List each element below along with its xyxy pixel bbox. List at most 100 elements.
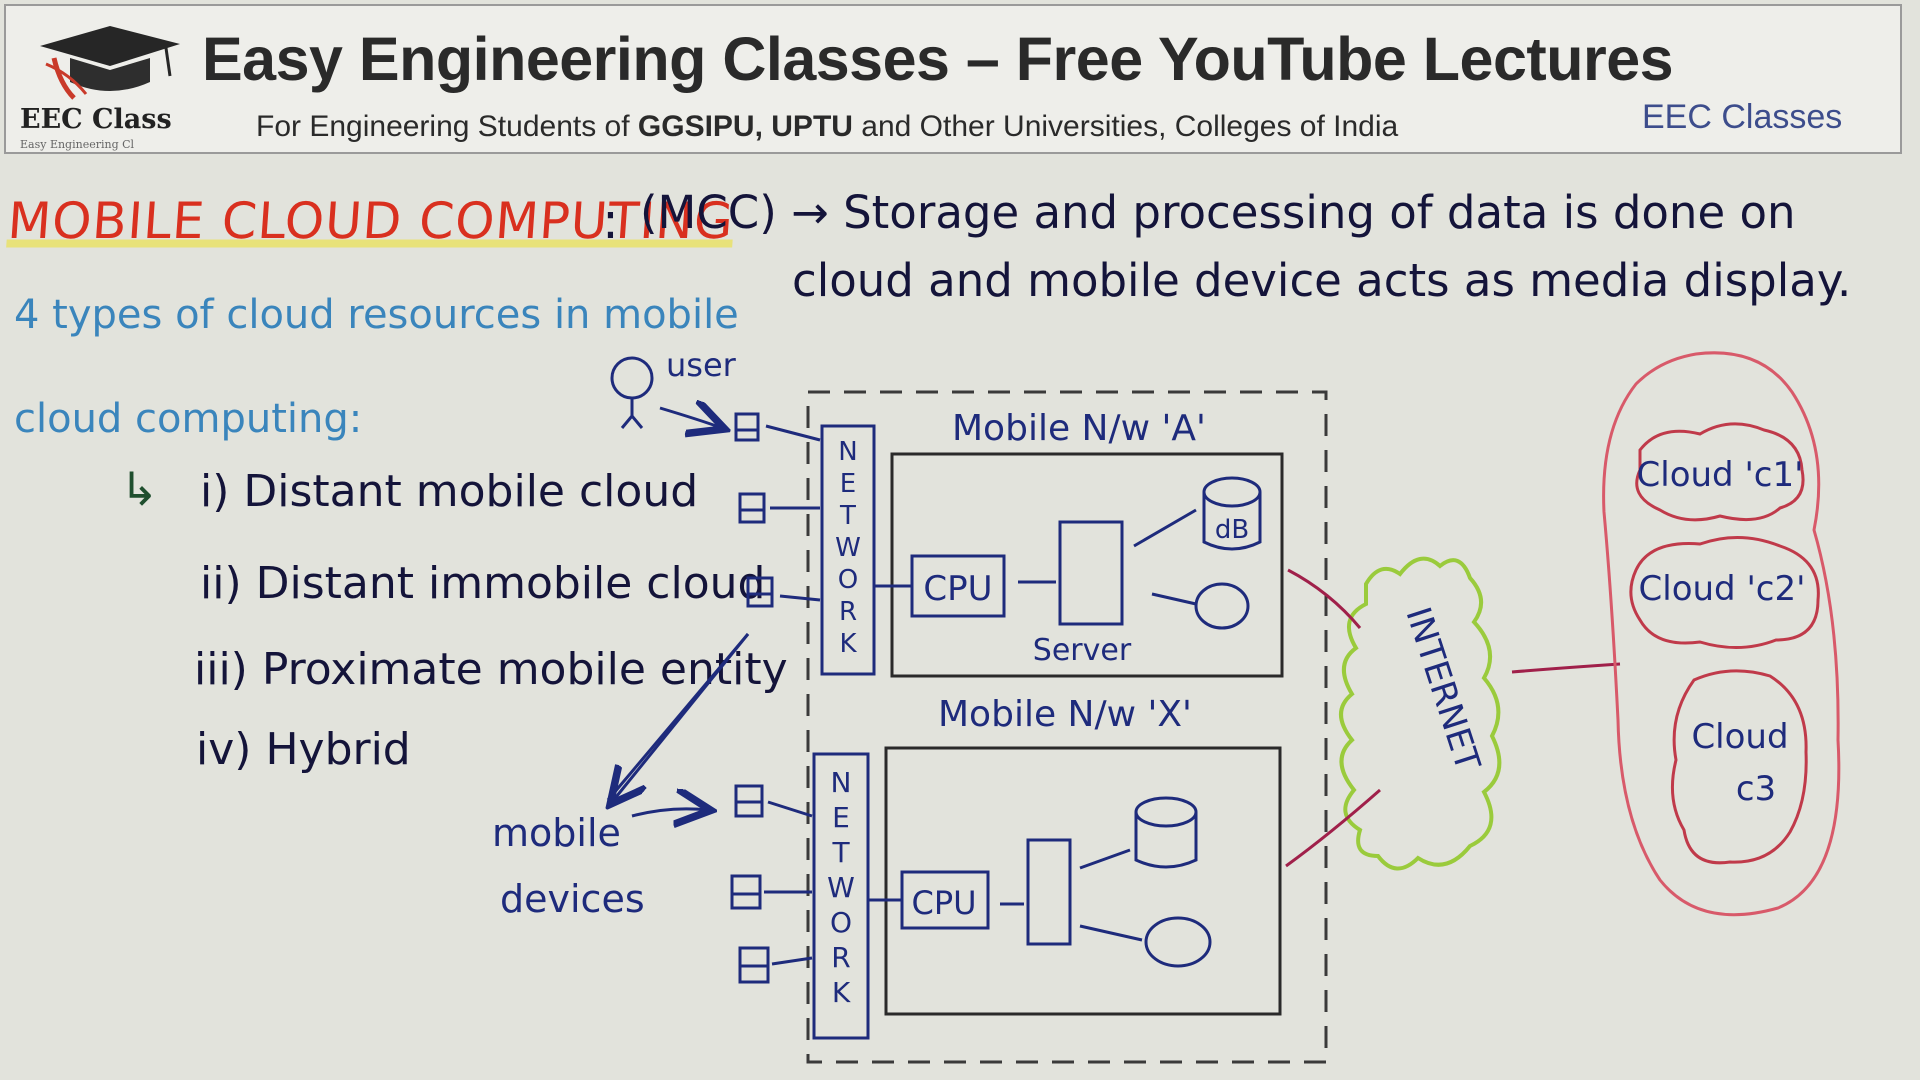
- network-x-internet-link: [1285, 788, 1381, 868]
- type-number: iv): [196, 724, 252, 775]
- device-link: [767, 800, 813, 818]
- network-letter: N: [838, 437, 857, 467]
- server-box-x: [1026, 838, 1072, 946]
- network-x-inner-box: [884, 746, 1282, 1016]
- network-letter: W: [827, 871, 855, 904]
- server-label: Server: [1033, 633, 1132, 668]
- brand-label: EEC Classes: [1642, 98, 1843, 136]
- channel-title: Easy Engineering Classes – Free YouTube …: [202, 25, 1674, 93]
- internet-cloud-link: [1511, 662, 1621, 674]
- mobile-device-icon: [734, 412, 760, 442]
- network-letter: O: [838, 565, 858, 595]
- mobile-networks-boundary: [806, 390, 1328, 1064]
- database-icon: [1134, 796, 1198, 869]
- type-text: Distant mobile cloud: [243, 466, 699, 517]
- network-box-a: [820, 424, 876, 676]
- network-letter: T: [839, 501, 856, 531]
- eec-logo: EEC Class Easy Engineering Cl: [20, 20, 190, 151]
- type-number: i): [200, 466, 230, 517]
- device-link: [771, 956, 813, 966]
- cloud-c3-label-1: Cloud: [1691, 717, 1788, 757]
- cloud-c1-shape: [1635, 422, 1805, 522]
- cloud-c3-shape: [1670, 669, 1808, 865]
- cloud-provider-boundary: [1602, 351, 1841, 917]
- cpu-label-a: CPU: [923, 569, 992, 609]
- type-item-4: iv) Hybrid: [196, 724, 411, 775]
- mobile-device-icon: [730, 874, 762, 910]
- internet-cloud-shape: [1339, 556, 1502, 871]
- cpu-box-a: [910, 554, 1006, 618]
- server-box-a: [1058, 520, 1124, 626]
- type-number: ii): [200, 558, 242, 609]
- cloud-c2-shape: [1629, 536, 1820, 650]
- cpu-label-x: CPU: [911, 884, 976, 922]
- node-link: [1151, 592, 1197, 606]
- device-link: [765, 424, 821, 442]
- types-heading-line-1: 4 types of cloud resources in mobile: [14, 292, 739, 338]
- mobile-devices-label-1: mobile: [492, 811, 621, 855]
- node-link: [1079, 924, 1143, 942]
- mcc-title-colon: :: [602, 192, 619, 250]
- network-box-x: [812, 752, 870, 1040]
- network-letter: E: [840, 469, 856, 499]
- subtitle-part: and Other Universities, Colleges of Indi…: [852, 110, 1399, 143]
- database-icon: [1202, 476, 1262, 551]
- header-banner: EEC Class Easy Engineering Cl Easy Engin…: [4, 4, 1902, 154]
- mobile-device-icon: [738, 946, 770, 984]
- cloud-c2-label: Cloud 'c2': [1639, 569, 1806, 609]
- channel-subtitle: For Engineering Students of GGSIPU, UPTU…: [256, 110, 1398, 144]
- mobile-devices-label-2: devices: [500, 877, 645, 921]
- internet-label: INTERNET: [1397, 602, 1487, 775]
- network-letter: N: [831, 766, 852, 799]
- node-icon: [1144, 916, 1212, 968]
- type-item-2: ii) Distant immobile cloud: [200, 558, 765, 609]
- type-item-1: i) Distant mobile cloud: [200, 466, 698, 517]
- network-x-label: Mobile N/w 'X': [938, 694, 1192, 735]
- network-letter: K: [832, 976, 851, 1009]
- type-text: Hybrid: [265, 724, 411, 775]
- subtitle-part: For Engineering Students of: [256, 110, 638, 143]
- network-letter: O: [830, 906, 852, 939]
- network-letter: K: [839, 629, 857, 659]
- mobile-device-icon: [738, 492, 766, 524]
- internet-label-text: INTERNET: [1397, 602, 1487, 775]
- network-letter: R: [831, 941, 850, 974]
- db-label: dB: [1215, 515, 1249, 545]
- type-text: Proximate mobile entity: [261, 644, 788, 695]
- user-arrow: [659, 408, 722, 428]
- network-a-label: Mobile N/w 'A': [952, 408, 1206, 449]
- devices-arrow-down: [612, 633, 750, 802]
- network-letter: T: [831, 836, 850, 869]
- mobile-device-icon: [734, 784, 764, 818]
- definition-line-2: cloud and mobile device acts as media di…: [792, 254, 1852, 307]
- definition-line-1: (MCC) → Storage and processing of data i…: [640, 186, 1796, 239]
- db-link: [1133, 508, 1197, 548]
- network-letter: R: [839, 597, 857, 627]
- cpu-box-x: [900, 870, 990, 930]
- network-a-internet-link: [1287, 568, 1362, 629]
- logo-text: EEC Class: [20, 104, 172, 135]
- node-icon: [1194, 582, 1250, 630]
- subtitle-universities: GGSIPU, UPTU: [637, 110, 853, 143]
- network-letter: E: [832, 801, 850, 834]
- user-icon: [610, 356, 654, 429]
- mobile-device-icon: [746, 576, 774, 608]
- network-a-inner-box: [890, 452, 1284, 678]
- types-heading-line-2: cloud computing:: [14, 396, 363, 442]
- cloud-c3-label-2: c3: [1736, 769, 1776, 809]
- logo-subtext: Easy Engineering Cl: [20, 138, 135, 151]
- type-number: iii): [194, 644, 248, 695]
- type-item-3: iii) Proximate mobile entity: [194, 644, 788, 695]
- types-arrow-icon: ↳: [120, 462, 159, 516]
- cloud-c1-label: Cloud 'c1': [1637, 455, 1804, 495]
- devices-arrow-right: [631, 809, 708, 816]
- device-link: [779, 594, 821, 602]
- network-letter: W: [835, 533, 861, 563]
- type-text: Distant immobile cloud: [255, 558, 766, 609]
- db-link: [1079, 848, 1131, 870]
- user-label: user: [666, 346, 737, 384]
- graduation-cap-icon: [40, 26, 180, 100]
